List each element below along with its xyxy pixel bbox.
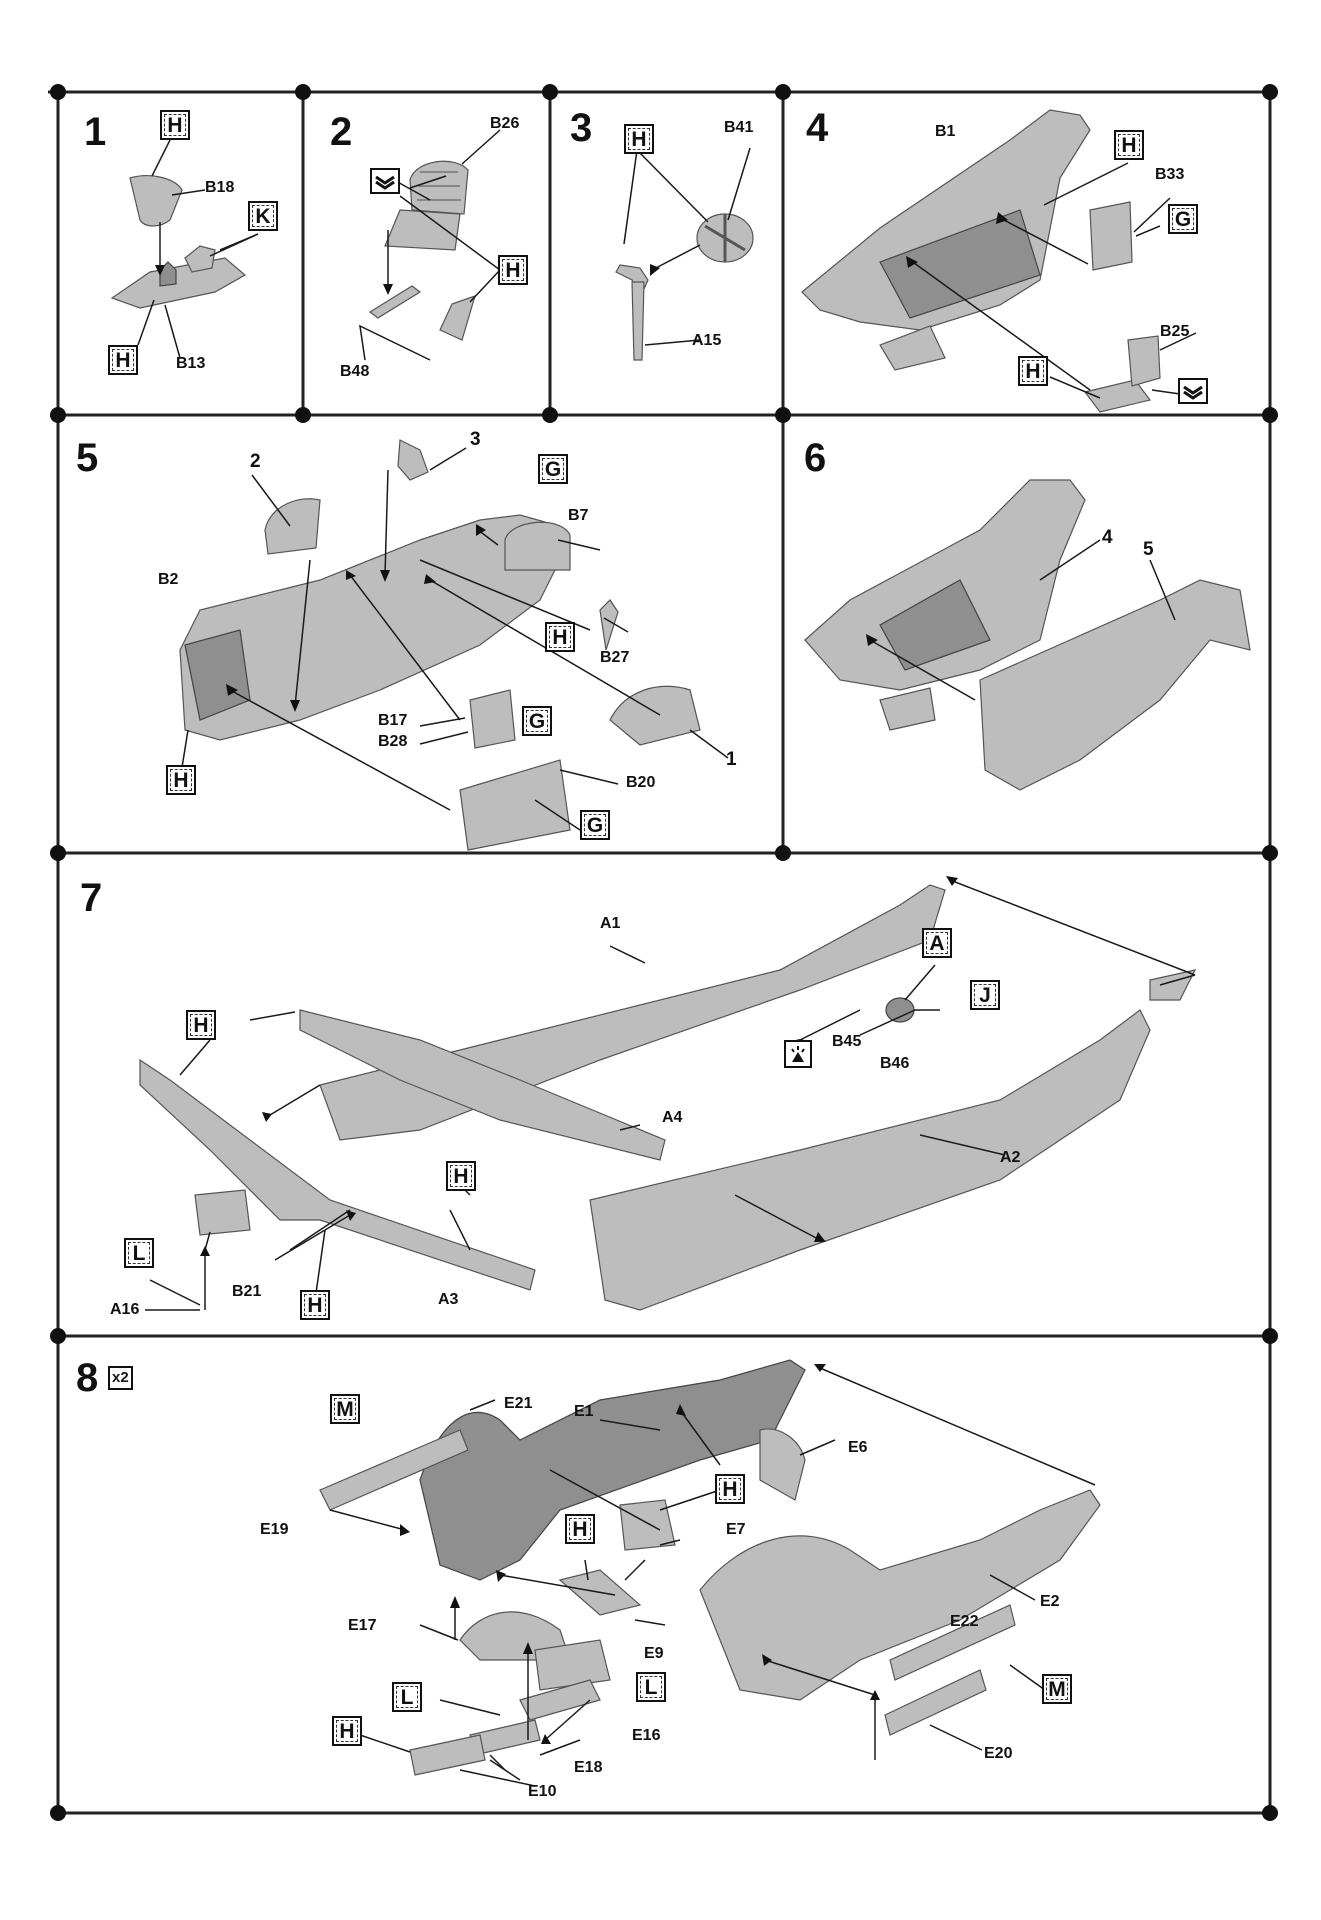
paint-code-g: G (1168, 204, 1198, 234)
part-label-e10: E10 (528, 1783, 557, 1800)
paint-code-j: J (970, 980, 1000, 1010)
part-label-e22: E22 (950, 1613, 979, 1630)
part-label-b18: B18 (205, 179, 235, 196)
paint-code-h: H (446, 1161, 476, 1191)
part-label-b7: B7 (568, 507, 589, 524)
step-4-drawing (801, 109, 1197, 413)
paint-code-h: H (715, 1474, 745, 1504)
light-icon (784, 1040, 812, 1068)
paint-code-l: L (392, 1682, 422, 1712)
part-label-e2: E2 (1040, 1593, 1060, 1610)
paint-code-h: H (1114, 130, 1144, 160)
part-label-a3: A3 (438, 1291, 459, 1308)
part-label-b28: B28 (378, 733, 408, 750)
grid-corner-dots (50, 84, 1278, 1821)
subassembly-ref-4: 4 (1102, 527, 1113, 548)
part-label-b20: B20 (626, 774, 656, 791)
paint-code-h: H (166, 765, 196, 795)
part-label-b45: B45 (832, 1033, 862, 1050)
part-label-e7: E7 (726, 1521, 746, 1538)
part-label-b46: B46 (880, 1055, 910, 1072)
paint-code-h: H (498, 255, 528, 285)
subassembly-ref-1: 1 (726, 749, 737, 770)
part-label-e6: E6 (848, 1439, 868, 1456)
part-label-e16: E16 (632, 1727, 661, 1744)
part-label-e18: E18 (574, 1759, 603, 1776)
part-label-e9: E9 (644, 1645, 664, 1662)
paint-code-h: H (624, 124, 654, 154)
step-8-number: 8 (76, 1356, 99, 1400)
paint-code-a: A (922, 928, 952, 958)
step-1-drawing (110, 139, 259, 359)
paint-code-h: H (545, 622, 575, 652)
decal-icon (370, 168, 400, 194)
part-label-b1: B1 (935, 123, 956, 140)
paint-code-l: L (636, 1672, 666, 1702)
paint-code-g: G (538, 454, 568, 484)
subassembly-ref-3: 3 (470, 429, 481, 450)
step-2-drawing (359, 129, 501, 361)
part-label-e1: E1 (574, 1403, 594, 1420)
grid-lines (48, 85, 1272, 1820)
part-label-b27: B27 (600, 649, 630, 666)
paint-code-h: H (186, 1010, 216, 1040)
part-label-e21: E21 (504, 1395, 533, 1412)
part-label-e20: E20 (984, 1745, 1013, 1762)
part-label-b13: B13 (176, 355, 206, 372)
step-2-number: 2 (330, 110, 353, 154)
paint-code-g: G (522, 706, 552, 736)
part-label-a1: A1 (600, 915, 621, 932)
paint-code-g: G (580, 810, 610, 840)
part-label-a15: A15 (692, 332, 722, 349)
paint-code-l: L (124, 1238, 154, 1268)
step-8-multiplier: x2 (108, 1366, 133, 1390)
step-8-drawing (319, 1359, 1101, 1787)
subassembly-ref-5: 5 (1143, 539, 1154, 560)
subassembly-ref-2: 2 (250, 451, 261, 472)
paint-code-k: K (248, 201, 278, 231)
paint-code-h: H (1018, 356, 1048, 386)
step-5-number: 5 (76, 436, 99, 480)
paint-code-h: H (108, 345, 138, 375)
part-label-a2: A2 (1000, 1149, 1021, 1166)
paint-code-h: H (332, 1716, 362, 1746)
step-6-drawing (804, 479, 1251, 791)
decal-icon (1178, 378, 1208, 404)
step-3-number: 3 (570, 106, 593, 150)
paint-code-h: H (300, 1290, 330, 1320)
part-label-b2: B2 (158, 571, 179, 588)
paint-code-m: M (1042, 1674, 1072, 1704)
step-3-drawing (615, 147, 754, 361)
part-label-b26: B26 (490, 115, 520, 132)
paint-code-h: H (565, 1514, 595, 1544)
step-7-number: 7 (80, 876, 103, 920)
part-label-b17: B17 (378, 712, 408, 729)
part-label-b48: B48 (340, 363, 370, 380)
step-7-drawing (139, 876, 1197, 1311)
step-5-drawing (179, 439, 729, 851)
part-label-e19: E19 (260, 1521, 289, 1538)
part-label-a16: A16 (110, 1301, 140, 1318)
part-label-b21: B21 (232, 1283, 262, 1300)
part-label-b33: B33 (1155, 166, 1185, 183)
step-1-number: 1 (84, 110, 107, 154)
part-label-b41: B41 (724, 119, 754, 136)
part-label-a4: A4 (662, 1109, 683, 1126)
part-label-b25: B25 (1160, 323, 1190, 340)
step-6-number: 6 (804, 436, 827, 480)
step-4-number: 4 (806, 106, 829, 150)
paint-code-m: M (330, 1394, 360, 1424)
part-label-e17: E17 (348, 1617, 377, 1634)
paint-code-h: H (160, 110, 190, 140)
